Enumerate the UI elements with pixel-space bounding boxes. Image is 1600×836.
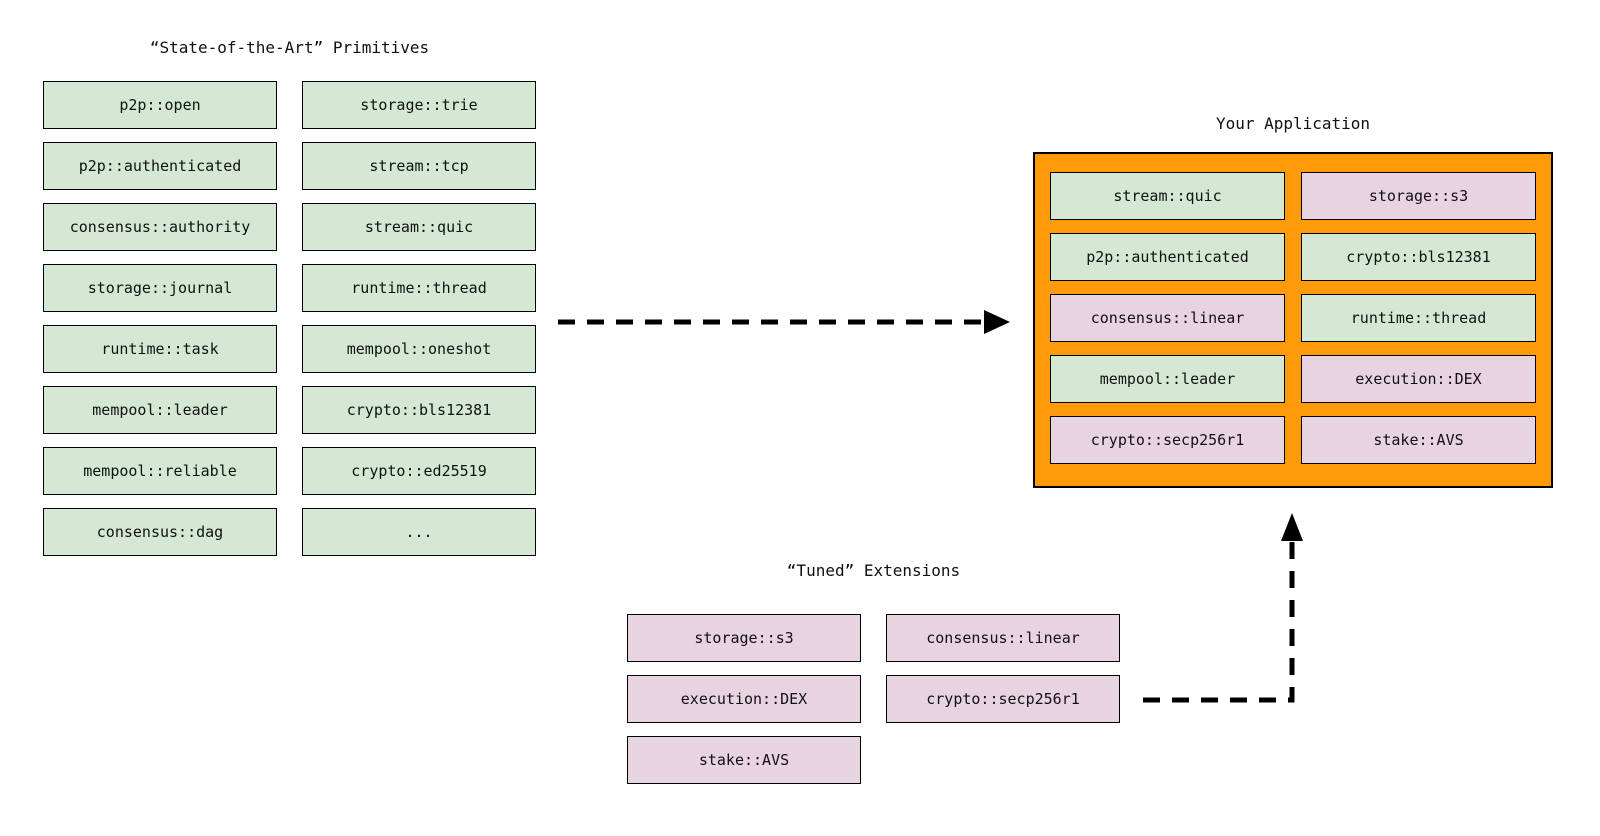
extensions-section-title: “Tuned” Extensions [786,561,961,580]
extension-box: crypto::secp256r1 [886,675,1120,723]
primitive-box: runtime::task [43,325,277,373]
extensions-to-application-arrow-line [1143,540,1295,703]
primitive-box: storage::trie [302,81,536,129]
app-module-box: crypto::bls12381 [1301,233,1536,281]
primitive-box: stream::quic [302,203,536,251]
primitive-box: runtime::thread [302,264,536,312]
app-module-box: mempool::leader [1050,355,1285,403]
primitive-box-ellipsis: ... [302,508,536,556]
extension-box: stake::AVS [627,736,861,784]
primitive-box: p2p::authenticated [43,142,277,190]
primitive-box: stream::tcp [302,142,536,190]
extensions-grid: storage::s3 execution::DEX stake::AVS co… [627,614,1120,784]
primitive-box: mempool::leader [43,386,277,434]
app-module-box: runtime::thread [1301,294,1536,342]
extension-box: consensus::linear [886,614,1120,662]
app-module-box: consensus::linear [1050,294,1285,342]
primitive-box: crypto::bls12381 [302,386,536,434]
primitives-to-application-arrowhead-icon [984,310,1010,334]
app-module-box: stake::AVS [1301,416,1536,464]
primitives-section-title: “State-of-the-Art” Primitives [149,38,430,57]
app-module-box: execution::DEX [1301,355,1536,403]
app-module-box: crypto::secp256r1 [1050,416,1285,464]
extensions-to-application-arrowhead-icon [1281,513,1303,541]
extension-box: storage::s3 [627,614,861,662]
primitive-box: consensus::dag [43,508,277,556]
app-module-box: p2p::authenticated [1050,233,1285,281]
extension-box: execution::DEX [627,675,861,723]
primitives-grid: p2p::open p2p::authenticated consensus::… [43,81,536,556]
application-container: stream::quic storage::s3 p2p::authentica… [1033,152,1553,488]
app-module-box: stream::quic [1050,172,1285,220]
app-module-box: storage::s3 [1301,172,1536,220]
primitive-box: mempool::oneshot [302,325,536,373]
primitive-box: crypto::ed25519 [302,447,536,495]
application-section-title: Your Application [1215,114,1371,133]
primitive-box: mempool::reliable [43,447,277,495]
primitive-box: p2p::open [43,81,277,129]
primitive-box: storage::journal [43,264,277,312]
primitive-box: consensus::authority [43,203,277,251]
